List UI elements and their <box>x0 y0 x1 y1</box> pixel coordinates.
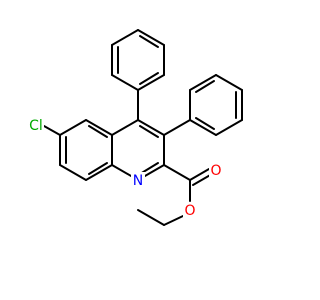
chlorine-atom: Cl <box>28 116 44 134</box>
bond <box>189 119 217 136</box>
structure-canvas: Cl N O O <box>28 29 243 226</box>
bond-to-chlorine <box>43 125 61 136</box>
carbonyl-double-bond-a <box>189 168 210 181</box>
bond <box>59 119 87 136</box>
carbonyl-double-bond-b <box>192 173 213 186</box>
double-bond-inner <box>139 125 159 138</box>
bond <box>215 74 243 91</box>
double-bond-inner <box>139 35 159 48</box>
double-bond-inner <box>139 72 159 85</box>
bond-to-phenyl-right <box>163 119 191 136</box>
ester-oxygen-atom: O <box>183 202 197 219</box>
ethyl-ester-group <box>137 164 213 226</box>
phenyl-ring-top <box>111 29 165 91</box>
bond <box>189 74 217 91</box>
nitrogen-atom: N <box>131 172 145 189</box>
bond-to-carbonyl-carbon <box>163 164 191 181</box>
bond <box>111 74 139 91</box>
carbonyl-oxygen-label: O <box>210 163 221 179</box>
double-bond-inner <box>88 162 108 175</box>
ester-oxygen-label: O <box>184 203 195 219</box>
bond <box>137 119 165 136</box>
phenyl-ring-right <box>189 74 243 136</box>
carbonyl-oxygen-atom: O <box>209 162 223 179</box>
bond <box>137 29 165 46</box>
double-bond-inner <box>195 117 215 130</box>
bond <box>59 164 87 181</box>
double-bond-inner <box>88 125 108 138</box>
chlorine-label: Cl <box>29 118 43 134</box>
molecule-diagram: Cl N O O <box>28 29 243 226</box>
bond <box>85 164 113 181</box>
nitrogen-label: N <box>133 173 143 189</box>
double-bond-inner <box>195 80 215 93</box>
bond <box>111 29 139 46</box>
quinoline-pyridine-ring <box>111 119 165 181</box>
bond <box>111 119 139 136</box>
bond <box>85 119 113 136</box>
quinoline-benzo-ring <box>59 119 113 181</box>
bond <box>137 74 165 91</box>
bond-oxygen-to-ethyl <box>163 215 184 226</box>
ethyl-terminal-bond <box>137 209 165 226</box>
bond <box>215 119 243 136</box>
